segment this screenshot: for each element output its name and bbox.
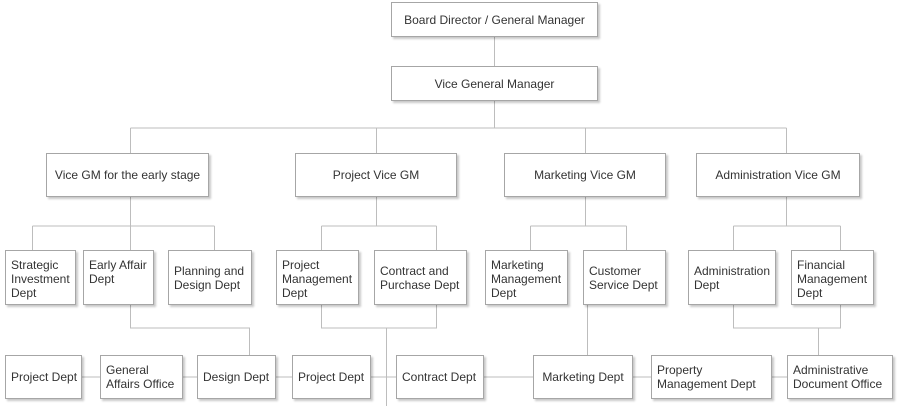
box-label: Contract and Purchase Dept — [380, 263, 460, 292]
box-label: Strategic Investment Dept — [11, 258, 70, 300]
box-label: Planning and Design Dept — [174, 263, 245, 292]
box-strategic-investment-dept: Strategic Investment Dept — [5, 250, 76, 305]
box-general-affairs-office: General Affairs Office — [100, 355, 183, 399]
box-label: Marketing Management Dept — [491, 258, 562, 300]
box-label: Administration Dept — [694, 263, 771, 292]
box-label: Administrative Document Office — [793, 363, 883, 391]
box-vice-general-manager: Vice General Manager — [391, 66, 598, 101]
box-label: Design Dept — [203, 370, 270, 384]
box-label: Marketing Dept — [542, 370, 624, 384]
box-label: Property Management Dept — [657, 363, 756, 391]
box-label: Project Vice GM — [332, 168, 420, 182]
connector-project-down — [321, 305, 437, 406]
box-administration-vice-gm: Administration Vice GM — [696, 153, 860, 197]
box-label: Contract Dept — [402, 370, 477, 384]
box-label: Marketing Vice GM — [534, 168, 636, 182]
box-label: Project Management Dept — [282, 258, 353, 300]
box-label: Customer Service Dept — [589, 263, 658, 292]
box-label: Administration Vice GM — [715, 168, 841, 182]
box-label: General Affairs Office — [106, 363, 175, 391]
connector-marketing — [530, 197, 627, 250]
box-project-vice-gm: Project Vice GM — [295, 153, 457, 197]
box-contract-purchase-dept: Contract and Purchase Dept — [374, 250, 467, 305]
box-administrative-document-office: Administrative Document Office — [787, 355, 893, 399]
box-label: Vice GM for the early stage — [54, 168, 201, 182]
connector-admin-down — [733, 305, 841, 355]
box-planning-design-dept: Planning and Design Dept — [168, 250, 252, 305]
box-property-management-dept: Property Management Dept — [651, 355, 772, 399]
box-customer-service-dept: Customer Service Dept — [583, 250, 666, 305]
box-project-management-dept: Project Management Dept — [276, 250, 359, 305]
box-label: Vice General Manager — [434, 76, 555, 91]
connector-early-stage — [32, 197, 215, 250]
box-label: Board Director / General Manager — [404, 12, 585, 27]
box-design-dept: Design Dept — [197, 355, 276, 399]
box-vice-gm-early-stage: Vice GM for the early stage — [46, 153, 209, 197]
box-financial-management-dept: Financial Management Dept — [791, 250, 874, 305]
box-contract-dept: Contract Dept — [396, 355, 484, 399]
box-label: Early Affair Dept — [89, 258, 147, 286]
box-marketing-management-dept: Marketing Management Dept — [485, 250, 568, 305]
connector-early-affair-down — [130, 305, 250, 355]
box-label: Project Dept — [11, 370, 78, 384]
connector-administration — [733, 197, 841, 250]
box-project-dept-2: Project Dept — [292, 355, 371, 399]
connector-vicegm-branches — [130, 101, 787, 153]
box-project-dept-1: Project Dept — [5, 355, 82, 399]
box-board-director: Board Director / General Manager — [391, 2, 598, 37]
box-label: Financial Management Dept — [797, 258, 868, 300]
box-marketing-dept: Marketing Dept — [533, 355, 633, 399]
connector-project — [321, 197, 437, 250]
box-administration-dept: Administration Dept — [688, 250, 776, 305]
box-label: Project Dept — [298, 370, 365, 384]
box-marketing-vice-gm: Marketing Vice GM — [504, 153, 666, 197]
box-early-affair-dept: Early Affair Dept — [83, 250, 154, 305]
